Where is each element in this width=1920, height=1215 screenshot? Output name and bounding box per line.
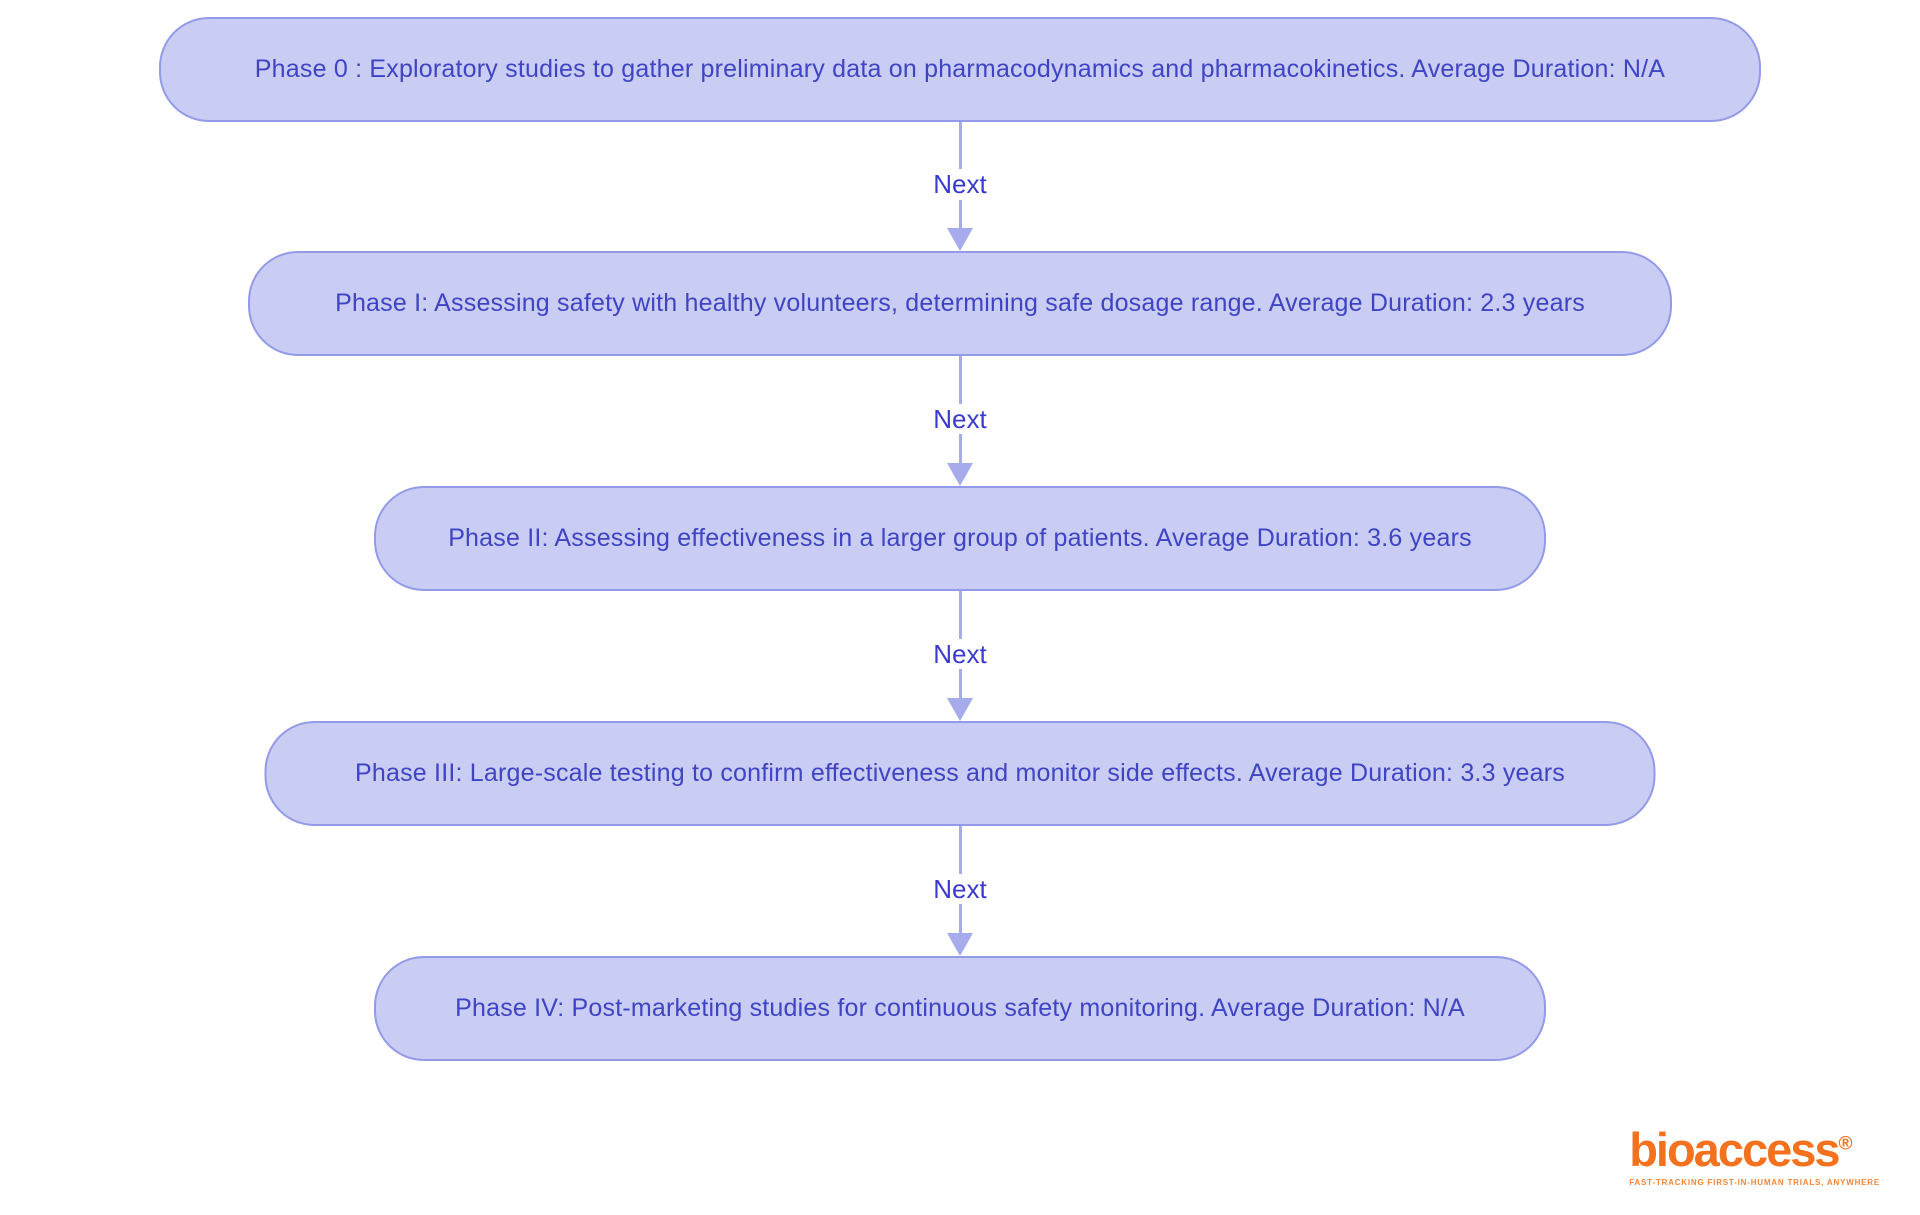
arrow-down-icon	[947, 933, 973, 956]
arrow-down-icon	[947, 698, 973, 721]
arrow-line	[958, 356, 962, 404]
arrow-line	[958, 591, 962, 639]
arrow-line	[958, 199, 962, 229]
flowchart-node-phase-0: Phase 0 : Exploratory studies to gather …	[159, 17, 1761, 122]
arrow-down-icon	[947, 463, 973, 486]
edge-label-next: Next	[933, 169, 987, 200]
flowchart-node-phase-4: Phase IV: Post-marketing studies for con…	[374, 956, 1546, 1061]
edge-label-next: Next	[933, 873, 987, 904]
arrow-line	[958, 434, 962, 464]
flow-connector-4: Next	[890, 826, 1030, 956]
flowchart-node-phase-3: Phase III: Large-scale testing to confir…	[264, 721, 1656, 826]
edge-label-next: Next	[933, 638, 987, 669]
logo-wordmark: bioaccess®	[1629, 1126, 1880, 1173]
flow-connector-2: Next	[890, 356, 1030, 486]
logo-tagline: FAST-TRACKING FIRST-IN-HUMAN TRIALS, ANY…	[1629, 1178, 1880, 1187]
registered-trademark-icon: ®	[1838, 1133, 1853, 1155]
flow-connector-3: Next	[890, 591, 1030, 721]
bioaccess-logo: bioaccess® FAST-TRACKING FIRST-IN-HUMAN …	[1629, 1126, 1880, 1187]
arrow-line	[958, 826, 962, 874]
flow-connector-1: Next	[890, 122, 1030, 251]
arrow-line	[958, 904, 962, 934]
flowchart-node-phase-2: Phase II: Assessing effectiveness in a l…	[374, 486, 1546, 591]
edge-label-next: Next	[933, 403, 987, 434]
flowchart-node-phase-1: Phase I: Assessing safety with healthy v…	[248, 251, 1672, 356]
logo-text: bioaccess	[1629, 1123, 1840, 1176]
arrow-line	[958, 122, 962, 170]
arrow-down-icon	[947, 228, 973, 251]
arrow-line	[958, 669, 962, 699]
